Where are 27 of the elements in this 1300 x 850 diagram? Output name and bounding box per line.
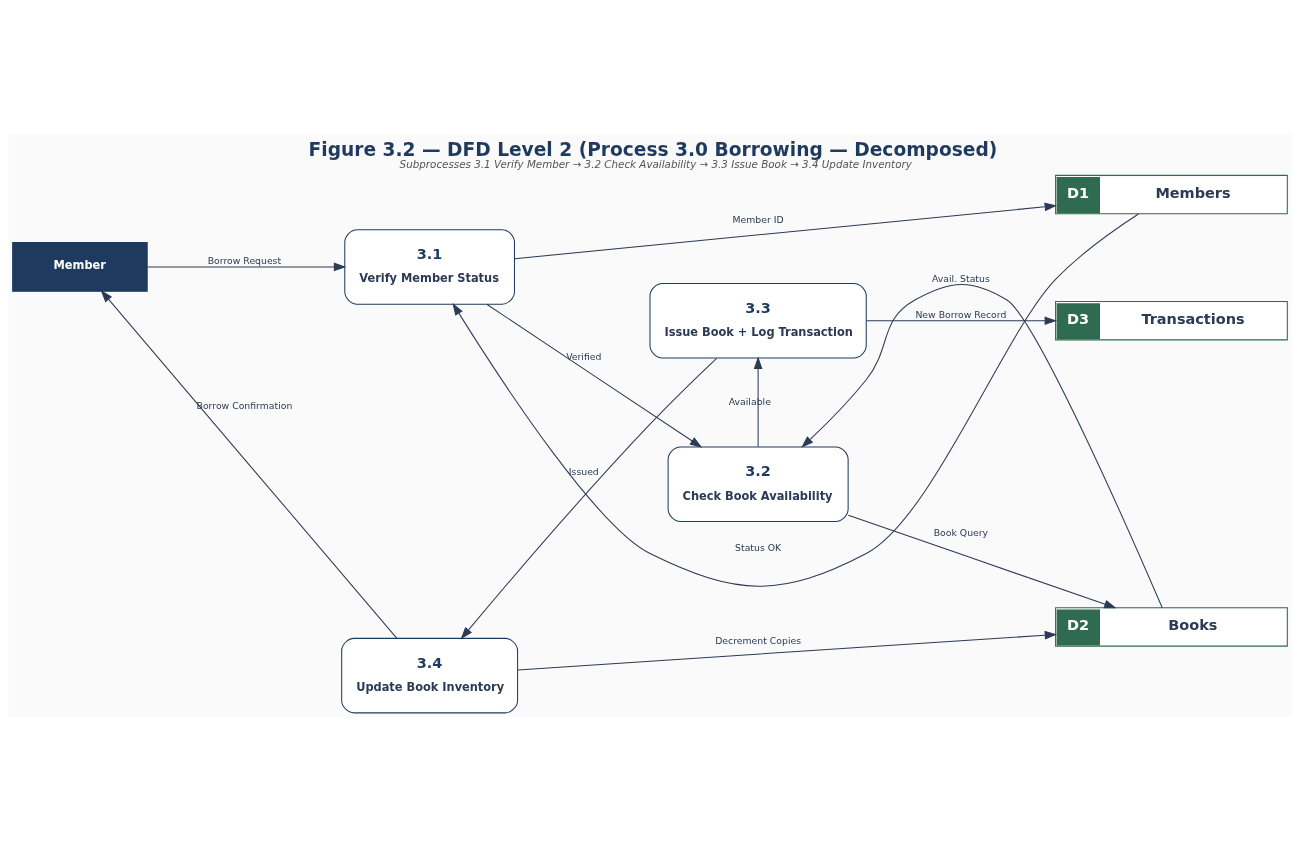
arrow — [517, 630, 1058, 670]
node-box: 3.3 Issue Book + Log Transaction — [649, 282, 867, 358]
arrow — [460, 357, 718, 639]
arrow — [847, 514, 1117, 608]
arrow — [865, 315, 1057, 325]
edge-label: Member ID — [732, 213, 784, 225]
diagram-title: Figure 3.2 — DFD Level 2 (Process 3.0 Borrowing — Decomposed) — [308, 138, 998, 160]
arrow — [801, 283, 1163, 608]
edge-label: Issued — [568, 465, 599, 477]
edge-label: Borrow Request — [207, 254, 282, 266]
node-box: Member — [12, 241, 148, 292]
node-box: 3.1 Verify Member Status — [344, 228, 515, 305]
edge-label: Status OK — [735, 541, 782, 553]
edge-label: Decrement Copies — [715, 634, 802, 646]
arrow — [486, 303, 703, 448]
edge-label: Verified — [566, 350, 602, 362]
arrow — [452, 212, 1139, 587]
edge-label: Avail. Status — [932, 272, 990, 284]
arrow — [514, 202, 1058, 259]
node-box: 3.4 Update Book Inventory — [341, 637, 519, 713]
arrow — [147, 262, 347, 271]
edge-label: Borrow Confirmation — [196, 399, 293, 411]
node-box: 3.2 Check Book Availability — [667, 445, 849, 522]
edge-label: Book Query — [933, 526, 989, 538]
arrow — [753, 356, 763, 447]
edge-label: New Borrow Record — [915, 308, 1007, 320]
arrow — [100, 289, 398, 639]
